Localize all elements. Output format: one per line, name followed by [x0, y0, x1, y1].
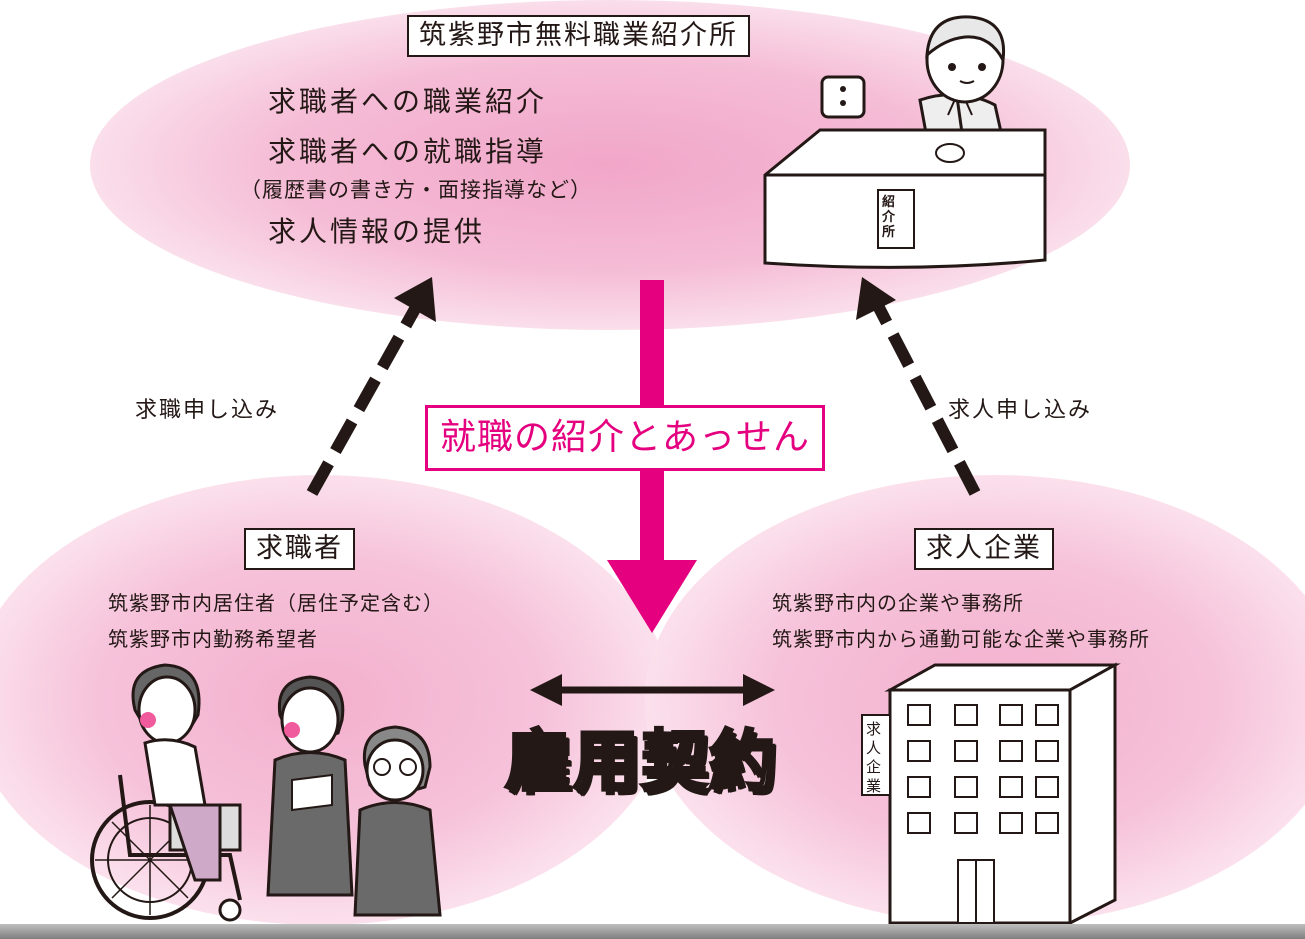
service-guidance-detail: （履歴書の書き方・面接指導など）: [240, 178, 592, 202]
agency-title: 筑紫野市無料職業紹介所: [407, 15, 750, 57]
service-placement: 求職者への職業紹介: [268, 85, 548, 118]
footer-rule: [0, 924, 1305, 939]
employer-line-1: 筑紫野市内の企業や事務所: [772, 591, 1024, 615]
placement-mediation-label: 就職の紹介とあっせん: [425, 405, 826, 471]
agency-desk-illustration: [763, 15, 1047, 269]
employer-line-2: 筑紫野市内から通勤可能な企業や事務所: [772, 627, 1150, 651]
job-seekers-illustration: [90, 663, 442, 922]
employer-apply-arrowhead: [856, 277, 896, 320]
employment-contract-label: 雇用契約: [504, 722, 777, 802]
employer-title: 求人企業: [914, 528, 1054, 570]
employer-apply-label: 求人申し込み: [948, 398, 1093, 423]
building-sign: 求人企業: [866, 720, 882, 795]
job-seeker-apply-label: 求職申し込み: [135, 398, 280, 423]
center-arrow-shaft-top: [640, 280, 664, 405]
desk-sign: 紹介所: [882, 195, 896, 240]
job-seeker-line-2: 筑紫野市内勤務希望者: [108, 627, 318, 651]
service-guidance: 求職者への就職指導: [268, 135, 548, 168]
service-job-info: 求人情報の提供: [268, 215, 486, 248]
employer-apply-arrow: [869, 297, 981, 496]
job-seeker-apply-arrow: [306, 297, 426, 496]
job-seeker-title: 求職者: [244, 528, 355, 570]
center-arrow-shaft-bottom: [640, 470, 664, 565]
center-arrowhead: [607, 560, 697, 633]
office-building-illustration: [861, 662, 1121, 926]
job-seeker-line-1: 筑紫野市内居住者（居住予定含む）: [108, 591, 444, 615]
job-seeker-apply-arrowhead: [394, 277, 436, 322]
